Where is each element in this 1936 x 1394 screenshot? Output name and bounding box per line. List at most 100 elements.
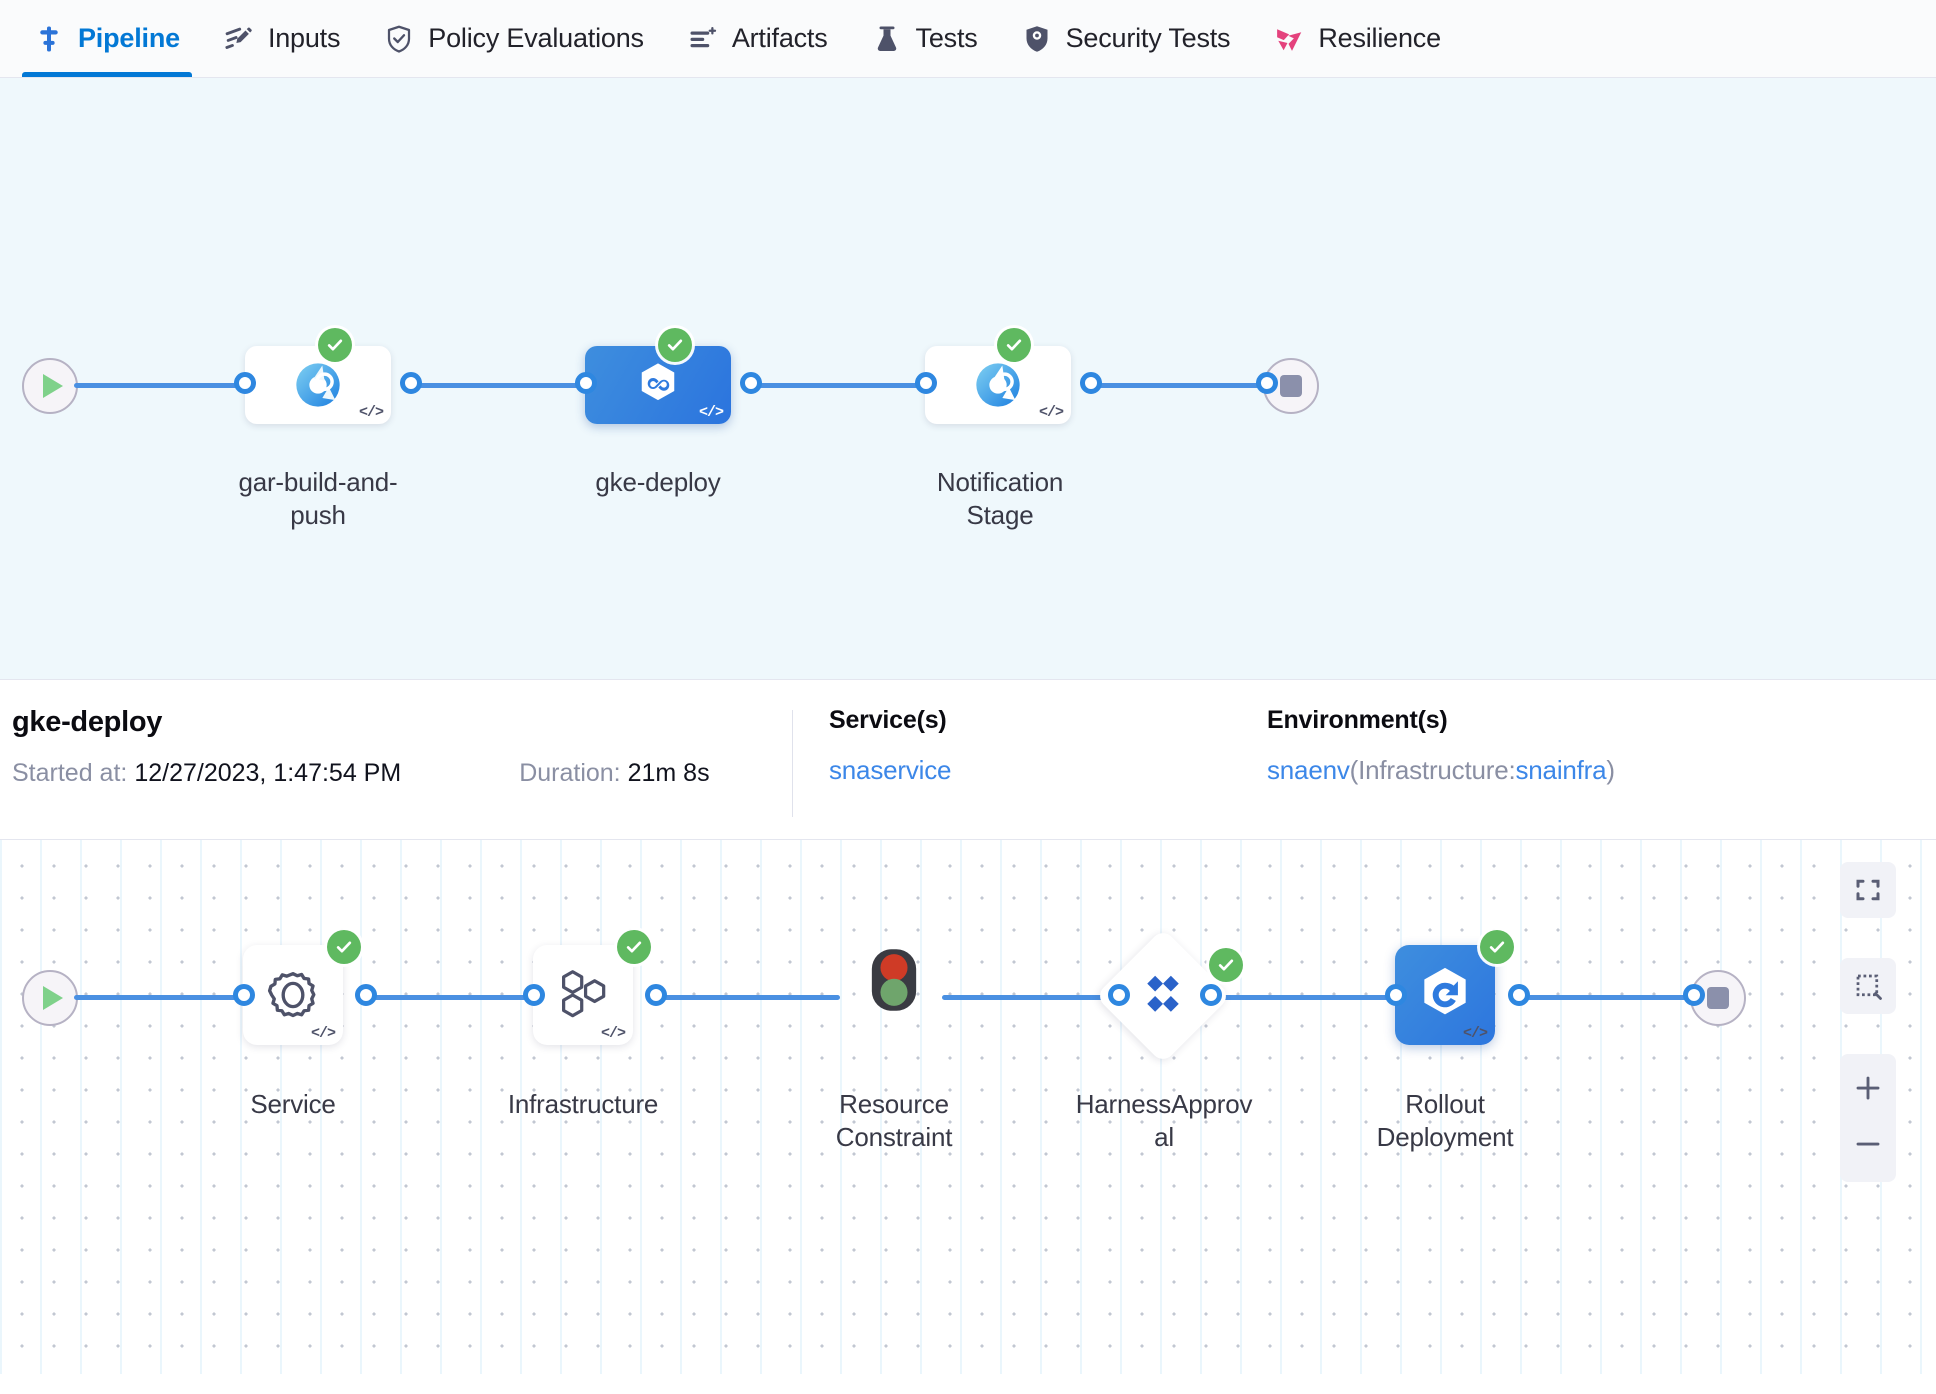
step-code-tag[interactable]: </> — [600, 1025, 626, 1042]
end-node-port[interactable] — [1256, 372, 1278, 394]
execution-end-node-port[interactable] — [1683, 984, 1705, 1006]
label-line: Service — [250, 1089, 336, 1119]
pipeline-stage-label: Notification Stage — [880, 466, 1120, 533]
stage-code-tag[interactable]: </> — [698, 404, 724, 421]
zoom-out-button[interactable] — [1840, 1116, 1896, 1172]
artifacts-list-plus-icon — [688, 24, 718, 54]
stage-code-tag[interactable]: </> — [1038, 404, 1064, 421]
label-line: Resource — [839, 1089, 949, 1119]
tab-label: Policy Evaluations — [428, 23, 644, 53]
label-line: HarnessApprov — [1075, 1089, 1253, 1119]
execution-step-label: Rollout Deployment — [1335, 1088, 1555, 1155]
stop-icon — [1280, 375, 1302, 397]
service-input-port[interactable] — [233, 984, 255, 1006]
stage1-input-port[interactable] — [234, 372, 256, 394]
label-line: Constraint — [835, 1122, 953, 1153]
pipeline-end-node[interactable] — [1263, 358, 1319, 414]
rollout-input-port[interactable] — [1385, 984, 1407, 1006]
edge-rollout-to-end — [1518, 995, 1698, 1000]
tab-security-tests[interactable]: Security Tests — [1000, 0, 1253, 77]
edge-stage3-to-end — [1090, 383, 1272, 388]
label-line: Rollout — [1405, 1089, 1485, 1119]
pipeline-graph-canvas[interactable]: </> gar-build-and- push </> gke-deploy — [0, 78, 1936, 680]
tab-label: Resilience — [1318, 23, 1441, 53]
flask-icon — [872, 24, 902, 54]
zoom-level-controls — [1840, 1054, 1896, 1182]
step-code-tag[interactable]: </> — [1462, 1025, 1488, 1042]
stage-status-success-badge — [658, 328, 692, 362]
pipeline-icon — [34, 24, 64, 54]
security-shield-icon — [1022, 24, 1052, 54]
stage-code-tag[interactable]: </> — [358, 404, 384, 421]
environments-value: snaenv(Infrastructure:snainfra) — [1267, 755, 1615, 786]
pipeline-stage-notification-stage[interactable]: </> — [925, 346, 1071, 424]
infrastructure-input-port[interactable] — [523, 984, 545, 1006]
ci-build-icon — [292, 359, 344, 411]
infrastructure-link[interactable]: snainfra — [1515, 755, 1607, 785]
stage2-input-port[interactable] — [575, 372, 597, 394]
duration-label: Duration: — [519, 759, 621, 787]
stage-status-success-badge — [997, 328, 1031, 362]
step-code-tag[interactable]: </> — [310, 1025, 336, 1042]
check-icon — [626, 941, 642, 953]
execution-step-resource-constraint[interactable] — [848, 948, 940, 1044]
tab-policy-evaluations[interactable]: Policy Evaluations — [362, 0, 666, 77]
step-status-success-badge — [1209, 948, 1243, 982]
zoom-to-selection-button[interactable] — [1840, 958, 1896, 1014]
edge-start-to-service — [74, 995, 256, 1000]
fit-to-screen-button[interactable] — [1840, 862, 1896, 918]
plus-icon — [1856, 1076, 1880, 1100]
rollout-deployment-icon — [1414, 964, 1476, 1026]
gear-icon — [262, 964, 324, 1026]
label-line: Infrastructure — [507, 1089, 659, 1119]
execution-step-label: Service — [183, 1088, 403, 1121]
tab-tests[interactable]: Tests — [850, 0, 1000, 77]
approval-diamond-icon — [1136, 969, 1190, 1023]
ci-build-icon — [972, 359, 1024, 411]
tab-bar: Pipeline Inputs Policy Evaluations — [0, 0, 1936, 78]
service-output-port[interactable] — [355, 984, 377, 1006]
stop-icon — [1707, 987, 1729, 1009]
pipeline-start-node[interactable] — [22, 358, 78, 414]
infrastructure-suffix: ) — [1606, 755, 1615, 785]
zoom-in-button[interactable] — [1840, 1060, 1896, 1116]
tab-label: Pipeline — [78, 23, 180, 53]
approval-output-port[interactable] — [1200, 984, 1222, 1006]
stage-info-left: gke-deploy Started at: 12/27/2023, 1:47:… — [12, 706, 792, 839]
cd-deploy-icon — [632, 359, 684, 411]
label-line: al — [1154, 1122, 1174, 1153]
tab-resilience[interactable]: Resilience — [1252, 0, 1463, 77]
rollout-output-port[interactable] — [1508, 984, 1530, 1006]
check-icon — [667, 339, 683, 351]
tab-pipeline[interactable]: Pipeline — [12, 0, 202, 77]
tab-artifacts[interactable]: Artifacts — [666, 0, 850, 77]
step-status-success-badge — [617, 930, 651, 964]
pipeline-stage-gar-build-and-push[interactable]: </> — [245, 346, 391, 424]
execution-step-label: HarnessApprov al — [1053, 1088, 1275, 1155]
infrastructure-output-port[interactable] — [645, 984, 667, 1006]
dashed-square-icon — [1856, 974, 1882, 1000]
environment-link[interactable]: snaenv — [1267, 755, 1350, 785]
execution-graph-canvas[interactable]: </> Service </> Infrastructure — [0, 840, 1936, 1374]
execution-step-service[interactable]: </> — [243, 945, 343, 1045]
tab-inputs[interactable]: Inputs — [202, 0, 362, 77]
execution-step-rollout-deployment[interactable]: </> — [1395, 945, 1495, 1045]
approval-input-port[interactable] — [1108, 984, 1130, 1006]
stage1-output-port[interactable] — [400, 372, 422, 394]
check-icon — [1006, 339, 1022, 351]
label-line: Stage — [966, 500, 1034, 531]
stage3-input-port[interactable] — [915, 372, 937, 394]
label-line: gar-build-and- — [238, 467, 398, 497]
minus-icon — [1856, 1142, 1880, 1146]
execution-step-infrastructure[interactable]: </> — [533, 945, 633, 1045]
stage3-output-port[interactable] — [1080, 372, 1102, 394]
execution-start-node[interactable] — [22, 970, 78, 1026]
pipeline-stage-gke-deploy[interactable]: </> — [585, 346, 731, 424]
execution-step-label: Resource Constraint — [784, 1088, 1004, 1155]
started-at-label: Started at: — [12, 759, 128, 787]
service-link[interactable]: snaservice — [829, 755, 952, 785]
stage2-output-port[interactable] — [740, 372, 762, 394]
check-icon — [327, 339, 343, 351]
stage-info-bar: gke-deploy Started at: 12/27/2023, 1:47:… — [0, 680, 1936, 840]
tab-label: Security Tests — [1065, 23, 1231, 53]
